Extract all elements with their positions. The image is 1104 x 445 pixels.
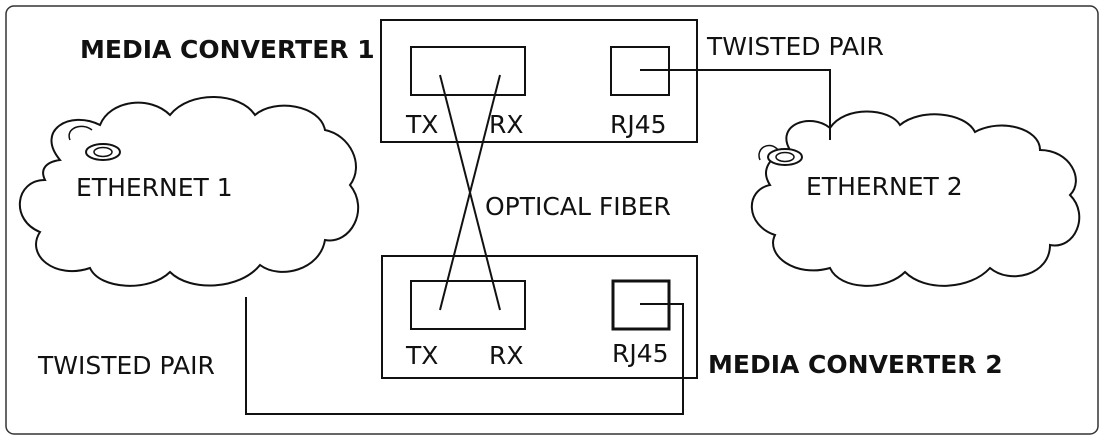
twisted-pair-bottom-label: TWISTED PAIR [37, 351, 215, 380]
fiber-line-b [439, 74, 501, 311]
ethernet-2-label: ETHERNET 2 [806, 172, 963, 201]
twisted-pair-top-label: TWISTED PAIR [706, 32, 884, 61]
media-converter-2-box [381, 255, 698, 379]
converter-2-rx-label: RX [489, 341, 524, 370]
converter-1-fiber-port [410, 46, 526, 96]
twisted-pair-top-cable [640, 69, 831, 140]
converter-1-tx-label: TX [405, 110, 438, 139]
converter-1-rj45-label: RJ45 [610, 110, 667, 139]
ethernet-2-cloud [750, 110, 1081, 287]
ethernet-1-cloud [18, 96, 360, 287]
converter-2-fiber-port [410, 280, 526, 330]
ethernet-1-label: ETHERNET 1 [76, 173, 233, 202]
diagram-frame [5, 5, 1099, 435]
media-converter-1-title: MEDIA CONVERTER 1 [80, 35, 375, 64]
media-converter-1-box [380, 19, 698, 143]
media-converter-2-title: MEDIA CONVERTER 2 [708, 350, 1003, 379]
converter-1-rx-label: RX [489, 110, 524, 139]
optical-fiber-label: OPTICAL FIBER [485, 192, 671, 221]
converter-2-tx-label: TX [405, 341, 438, 370]
twisted-pair-bottom-cable [245, 297, 684, 415]
converter-2-rj45-label: RJ45 [612, 339, 669, 368]
